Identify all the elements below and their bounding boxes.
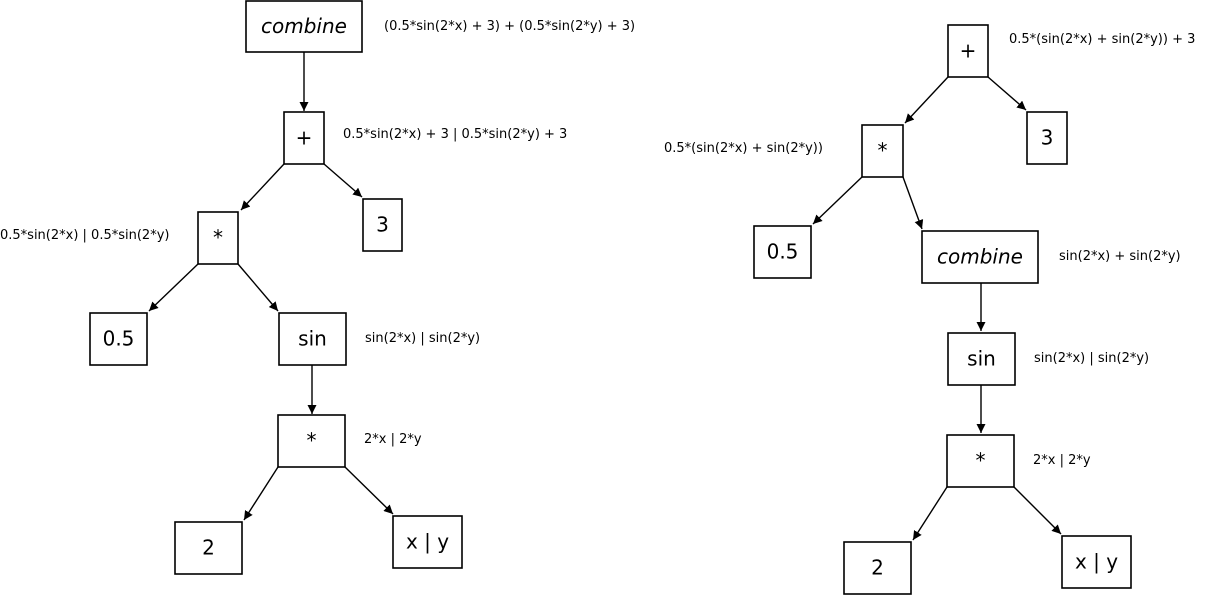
- right-tree-node-combine: combine: [921, 230, 1039, 284]
- node-box: [946, 434, 1015, 488]
- right-tree-annotation-mul2: 2*x | 2*y: [1033, 453, 1091, 468]
- right-tree-node-multiply: *: [946, 434, 1015, 488]
- left-tree-annotation-combine: (0.5*sin(2*x) + 3) + (0.5*sin(2*y) + 3): [384, 19, 635, 34]
- node-box: [392, 515, 463, 569]
- right-tree-annotation-sin: sin(2*x) | sin(2*y): [1034, 351, 1149, 366]
- left-tree-node-plus: +: [283, 111, 325, 165]
- left-tree-edge-plus-to-mul1: [240, 163, 285, 211]
- right-tree-node-2: 2: [843, 541, 912, 595]
- left-tree-edge-mul2-to-two: [243, 466, 279, 521]
- right-tree-node-sin: sin: [947, 332, 1016, 386]
- node-box: [278, 312, 347, 366]
- node-box: [174, 521, 243, 575]
- node-box: [1026, 111, 1068, 165]
- node-box: [245, 0, 363, 53]
- node-box: [921, 230, 1039, 284]
- right-tree-edge-mul1-to-combine: [902, 176, 924, 230]
- annotations-layer: (0.5*sin(2*x) + 3) + (0.5*sin(2*y) + 3) 0…: [0, 19, 1195, 468]
- node-box: [861, 124, 904, 178]
- right-tree-edge-mul1-to-half: [812, 176, 863, 225]
- left-tree-node-multiply: *: [197, 211, 239, 265]
- right-tree-edge-mul2-to-two: [912, 486, 948, 541]
- right-tree-edge-plus-to-mul1: [904, 76, 949, 124]
- right-tree-edge-mul2-to-xy: [1013, 486, 1062, 535]
- node-label: *: [878, 139, 888, 163]
- node-box: [362, 198, 403, 252]
- left-tree-edge-plus-to-three: [323, 163, 363, 198]
- node-label: 3: [1041, 126, 1054, 150]
- left-tree-edge-mul1-to-sin: [237, 263, 279, 312]
- right-tree-annotation-mul1: 0.5*(sin(2*x) + sin(2*y)): [664, 141, 823, 156]
- edges-layer: [148, 52, 1062, 541]
- node-box: [1061, 535, 1132, 589]
- node-box: [283, 111, 325, 165]
- node-label: +: [296, 126, 313, 150]
- node-box: [89, 312, 148, 366]
- left-tree-annotation-mul2: 2*x | 2*y: [364, 432, 422, 447]
- left-tree-node-3: 3: [362, 198, 403, 252]
- node-label: sin: [298, 327, 327, 351]
- node-label: 3: [376, 213, 389, 237]
- right-tree-node-x-y: x | y: [1061, 535, 1132, 589]
- right-tree-node-multiply: *: [861, 124, 904, 178]
- left-tree-edge-mul2-to-xy: [344, 466, 394, 515]
- right-tree-annotation-plus: 0.5*(sin(2*x) + sin(2*y)) + 3: [1009, 32, 1195, 47]
- node-box: [947, 24, 989, 78]
- right-tree-annotation-combine: sin(2*x) + sin(2*y): [1059, 249, 1181, 264]
- left-tree-annotation-mul1: 0.5*sin(2*x) | 0.5*sin(2*y): [0, 228, 169, 243]
- node-box: [197, 211, 239, 265]
- left-tree-annotation-sin: sin(2*x) | sin(2*y): [365, 331, 480, 346]
- node-box: [753, 225, 812, 279]
- right-tree-node-3: 3: [1026, 111, 1068, 165]
- left-tree-node-x-y: x | y: [392, 515, 463, 569]
- left-tree-edge-mul1-to-half: [148, 263, 199, 312]
- left-tree-node-sin: sin: [278, 312, 347, 366]
- node-label: 0.5: [767, 240, 799, 264]
- node-label: 2: [871, 556, 884, 580]
- node-label: 0.5: [103, 327, 135, 351]
- right-tree-node-0-5: 0.5: [753, 225, 812, 279]
- left-tree-node-multiply: *: [277, 414, 346, 468]
- left-tree-annotation-plus: 0.5*sin(2*x) + 3 | 0.5*sin(2*y) + 3: [343, 127, 567, 142]
- node-label: *: [976, 449, 986, 473]
- node-label: x | y: [406, 530, 449, 554]
- left-tree-node-0-5: 0.5: [89, 312, 148, 366]
- nodes-layer: combine +3 * 0.5 sin * 2 x | y +3 * 0.5 combine sin *…: [89, 0, 1132, 595]
- node-label: x | y: [1075, 550, 1118, 574]
- right-tree-node-plus: +: [947, 24, 989, 78]
- node-box: [277, 414, 346, 468]
- node-label: combine: [261, 14, 347, 38]
- left-tree-node-2: 2: [174, 521, 243, 575]
- right-tree-edge-plus-to-three: [987, 76, 1027, 111]
- node-label: +: [960, 39, 977, 63]
- node-label: *: [213, 226, 223, 250]
- node-label: combine: [937, 245, 1023, 269]
- node-box: [947, 332, 1016, 386]
- node-box: [843, 541, 912, 595]
- node-label: 2: [202, 536, 215, 560]
- node-label: sin: [967, 347, 996, 371]
- node-label: *: [307, 429, 317, 453]
- left-tree-node-combine: combine: [245, 0, 363, 53]
